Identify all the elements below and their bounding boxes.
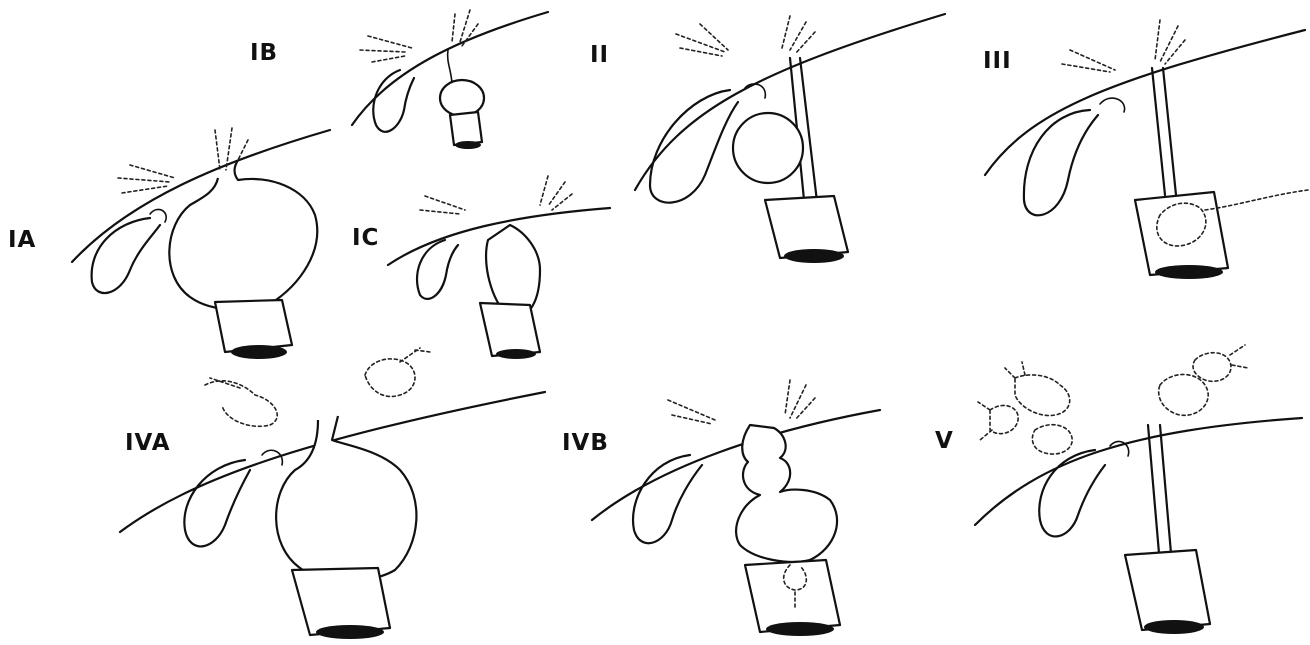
gallbladder <box>92 218 160 293</box>
duodenum <box>1135 192 1228 275</box>
panel-ii: II <box>590 14 945 263</box>
panel-iva: IVA <box>120 348 545 639</box>
panel-label-ic: IC <box>352 225 379 251</box>
duodenum-lumen <box>231 345 287 359</box>
common-bile-duct <box>1152 68 1176 195</box>
panel-ia: IA <box>8 128 330 359</box>
gallbladder <box>373 70 414 132</box>
duodenum <box>765 196 848 258</box>
duodenum-lumen <box>766 622 834 636</box>
duodenum <box>480 303 540 356</box>
intrahepatic-ducts <box>1062 20 1185 72</box>
intrahepatic-cyst-right <box>365 348 430 396</box>
liver-edge <box>975 418 1302 525</box>
choledochal-cyst <box>440 80 484 116</box>
duodenum-lumen <box>784 249 844 263</box>
duodenum <box>745 560 840 632</box>
duodenum-lumen <box>316 625 384 639</box>
panel-label-iva: IVA <box>125 430 171 456</box>
panel-ib: IB <box>250 10 548 149</box>
panel-label-ivb: IVB <box>562 430 609 456</box>
intrahepatic-cyst-3 <box>1032 425 1072 454</box>
duodenum-lumen <box>1144 620 1204 634</box>
duodenum-lumen <box>455 141 481 149</box>
duodenum-lumen <box>1155 265 1223 279</box>
cystic-duct <box>745 84 765 98</box>
duodenum <box>450 112 482 145</box>
intrahepatic-cyst-5 <box>1193 345 1248 381</box>
gallbladder <box>417 240 458 299</box>
gallbladder <box>650 90 738 203</box>
cystic-duct <box>150 209 166 222</box>
panel-label-ib: IB <box>250 40 278 66</box>
duodenum <box>292 568 390 635</box>
gallbladder <box>633 455 702 543</box>
panel-ic: IC <box>352 176 610 359</box>
panel-label-v: V <box>935 428 954 454</box>
intrahepatic-cyst-left <box>205 378 277 426</box>
gallbladder <box>184 460 250 546</box>
common-bile-duct <box>1148 425 1172 565</box>
intrahepatic-cyst-2 <box>978 402 1018 440</box>
intrahepatic-ducts <box>360 10 478 62</box>
intrahepatic-ducts <box>668 380 815 424</box>
intrahepatic-ducts <box>676 16 815 56</box>
panel-label-ii: II <box>590 42 609 68</box>
panel-iii: III <box>983 20 1308 279</box>
choledochal-cyst-chain <box>736 425 837 562</box>
panel-ivb: IVB <box>562 380 880 636</box>
panel-label-iii: III <box>983 48 1012 74</box>
common-duct <box>448 50 452 85</box>
choledochal-cyst <box>276 416 416 581</box>
panel-label-ia: IA <box>8 227 36 253</box>
cystic-duct <box>1110 441 1129 456</box>
intrahepatic-ducts <box>420 176 572 214</box>
cystic-duct <box>1100 98 1125 112</box>
choledochal-cyst <box>169 160 317 310</box>
duodenum-lumen <box>496 349 536 359</box>
intrahepatic-cyst-1 <box>1005 362 1070 416</box>
intrahepatic-cyst-4 <box>1159 374 1208 415</box>
duodenum <box>1125 550 1210 630</box>
panel-v: V <box>935 345 1302 634</box>
diverticulum <box>733 113 803 183</box>
gallbladder <box>1039 450 1105 536</box>
duodenum <box>215 300 292 352</box>
